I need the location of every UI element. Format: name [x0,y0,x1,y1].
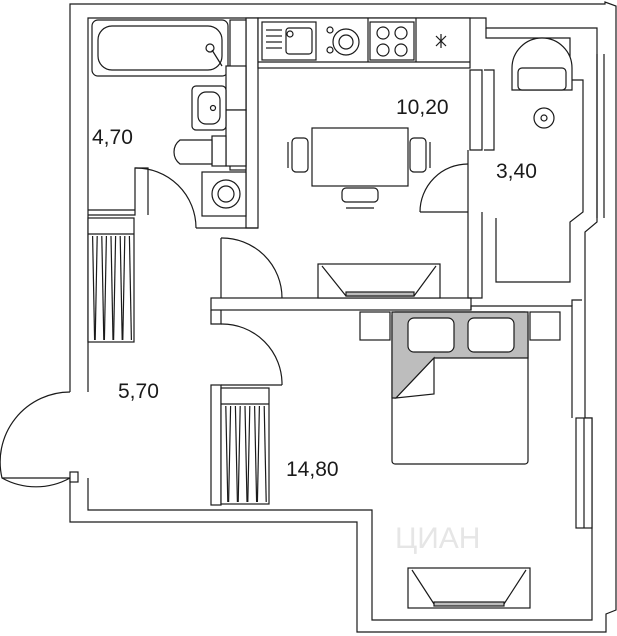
room-area-kitchen: 10,20 [396,96,449,119]
tv-cabinet-bedroom [407,567,531,609]
pillow-right [467,317,515,353]
nightstand-right [529,311,561,341]
balcony-fixtures [511,37,573,129]
wardrobe-hall [87,217,135,343]
entrance-door-swing [0,391,71,488]
room-area-bedroom: 14,80 [286,458,339,481]
outer-walls [69,1,617,633]
kitchen-fixtures [257,17,471,299]
room-area-balcony: 3,40 [496,160,537,183]
bedroom-fixtures [359,311,561,609]
snowflake-icon [435,34,447,48]
wardrobe-bedroom [220,387,270,505]
chair-left [291,137,309,173]
toilet-tank [211,135,227,167]
chair-right [409,137,427,173]
stove [369,21,415,61]
toilet-bowl [173,139,213,165]
balcony-door-swing [419,163,469,213]
bathroom-door-swing [134,167,197,229]
nightstand-left [359,311,391,341]
bedroom-door-swing [220,323,283,386]
kitchen-door-swing [220,237,283,299]
chair-bottom [341,187,379,203]
room-area-bathroom: 4,70 [92,126,133,149]
dining-table [311,127,409,187]
watermark-text: ЦИАН [395,522,480,555]
pillow-left [407,317,455,353]
room-area-hall: 5,70 [118,380,159,403]
doors [0,163,469,488]
bathroom-fixtures [91,19,247,217]
